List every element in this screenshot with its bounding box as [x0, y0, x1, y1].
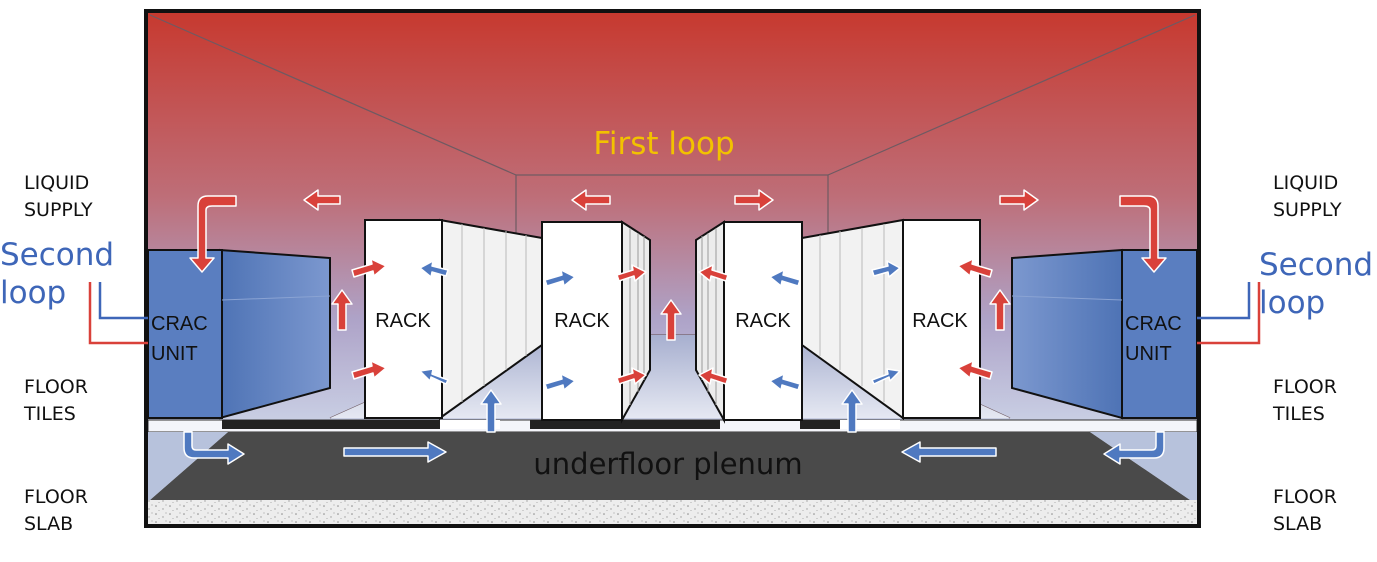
cold-air-curve-arrow-left [183, 431, 245, 465]
left-second-loop-label: Second loop [0, 237, 115, 311]
crac-unit-left-body [219, 248, 331, 420]
cold-air-curve-arrow-right [1103, 431, 1165, 465]
hot-air-arrow [999, 189, 1039, 211]
cold-air-arrow [343, 441, 447, 463]
hot-air-arrow [571, 189, 611, 211]
rack-4 [902, 219, 981, 419]
crac-unit-right-label: CRAC UNIT [1125, 313, 1187, 365]
underfloor-plenum-label: underfloor plenum [533, 447, 802, 481]
cold-air-arrow [901, 441, 997, 463]
right-floor-tiles-label: FLOOR TILES [1273, 376, 1337, 425]
room-frame [144, 9, 1201, 528]
rack-1 [364, 219, 443, 419]
hot-air-return-arrow-left [189, 195, 237, 273]
rack-label-1: RACK [375, 310, 431, 332]
left-floor-slab-label: FLOOR SLAB [24, 486, 88, 535]
hot-air-return-arrow-right [1119, 195, 1167, 273]
right-floor-slab-label: FLOOR SLAB [1273, 486, 1337, 535]
crac-unit-right-body [1011, 248, 1123, 420]
hot-air-up-arrow [660, 299, 682, 341]
left-liquid-supply-label: LIQUID SUPPLY [24, 172, 93, 221]
crac-unit-right-front [1121, 249, 1198, 419]
crac-unit-left-front [147, 249, 223, 419]
hot-air-up-arrow [331, 289, 353, 331]
floor-slab [148, 500, 1197, 524]
airflow-arrows [183, 189, 1167, 465]
hot-air-arrow [303, 189, 341, 211]
crac-unit-left-label: CRAC UNIT [151, 313, 213, 365]
second-loop-pipes [88, 282, 1261, 345]
cold-air-up-arrow [480, 389, 502, 433]
left-floor-tiles-label: FLOOR TILES [24, 376, 88, 425]
hot-air-arrow [734, 189, 774, 211]
hot-air-up-arrow [989, 289, 1011, 331]
rack-label-4: RACK [912, 310, 968, 332]
first-loop-title: First loop [593, 126, 734, 162]
cold-air-up-arrow [841, 389, 863, 433]
rack-label-2: RACK [554, 310, 610, 332]
rack-label-3: RACK [735, 310, 791, 332]
right-second-loop-label: Second loop [1259, 247, 1374, 321]
right-liquid-supply-label: LIQUID SUPPLY [1273, 172, 1342, 221]
